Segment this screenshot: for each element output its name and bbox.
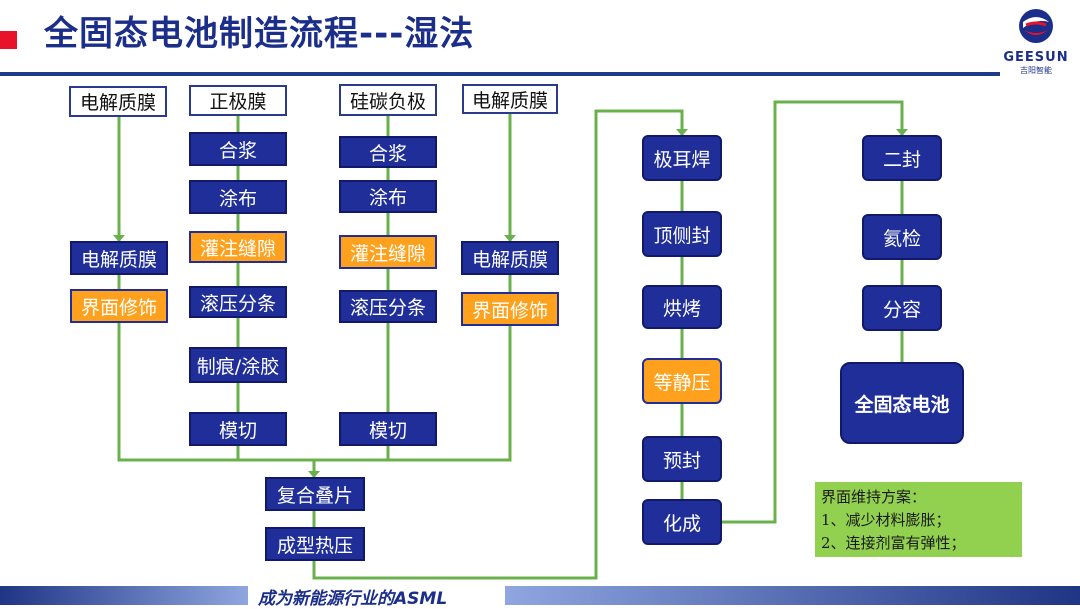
cell-step-3: 烘烤	[642, 285, 722, 329]
arrow-head	[504, 235, 516, 242]
cell-step-6: 化成	[642, 499, 722, 545]
connector-line	[312, 109, 684, 580]
footer-bar-right	[505, 586, 1080, 605]
cell-step-5: 预封	[642, 436, 722, 482]
arrow-head	[896, 129, 908, 136]
col2-step-2: 涂布	[189, 180, 287, 214]
col3-step-5: 模切	[339, 412, 437, 446]
logo-name: GEESUN	[1003, 50, 1069, 65]
col2-step-3: 灌注缝隙	[189, 231, 287, 263]
col3-step-2: 涂布	[339, 180, 437, 213]
note-item: 1、减少材料膨胀；	[821, 511, 951, 529]
final-step-1: 二封	[862, 135, 942, 181]
col2-step-4: 滚压分条	[189, 286, 287, 318]
col3-step-4: 滚压分条	[339, 290, 437, 323]
col3-step-3: 灌注缝隙	[339, 235, 437, 269]
col2-step-1: 合浆	[189, 132, 287, 166]
cell-step-4: 等静压	[642, 358, 722, 404]
connector-line	[722, 100, 904, 524]
col4-step-1: 电解质膜	[461, 241, 559, 275]
arrow-head	[308, 471, 320, 478]
merge-step-2: 成型热压	[265, 527, 365, 561]
cell-step-1: 极耳焊	[642, 135, 722, 181]
logo-subtitle: 吉阳智能	[1020, 66, 1052, 75]
title-divider	[0, 72, 1000, 76]
arrow-head	[113, 235, 125, 242]
interface-note: 界面维持方案： 1、减少材料膨胀； 2、连接剂富有弹性；	[815, 482, 1022, 557]
footer-bar-left	[0, 586, 248, 605]
final-product: 全固态电池	[840, 362, 964, 444]
final-step-3: 分容	[862, 285, 942, 331]
col1-header: 电解质膜	[69, 86, 167, 117]
cell-step-2: 顶侧封	[642, 211, 722, 257]
note-heading: 界面维持方案：	[821, 488, 927, 506]
col4-step-2: 界面修饰	[461, 292, 559, 326]
col1-step-2: 界面修饰	[70, 289, 168, 323]
col4-header: 电解质膜	[462, 84, 558, 114]
col3-header: 硅碳负极	[339, 84, 437, 116]
final-step-2: 氦检	[862, 214, 942, 260]
col1-step-1: 电解质膜	[70, 241, 168, 275]
col2-header: 正极膜	[189, 85, 287, 116]
connector-line	[117, 323, 512, 462]
page-title: 全固态电池制造流程---湿法	[44, 14, 475, 54]
footer-slogan: 成为新能源行业的ASML	[258, 589, 448, 609]
title-marker	[0, 31, 17, 49]
arrow-head	[676, 129, 688, 136]
note-item: 2、连接剂富有弹性；	[821, 534, 966, 552]
col2-step-5: 制痕/涂胶	[189, 347, 287, 383]
geesun-logo-icon	[1019, 9, 1053, 43]
col2-step-6: 模切	[189, 412, 287, 446]
merge-step-1: 复合叠片	[265, 477, 365, 511]
col3-step-1: 合浆	[339, 136, 437, 168]
